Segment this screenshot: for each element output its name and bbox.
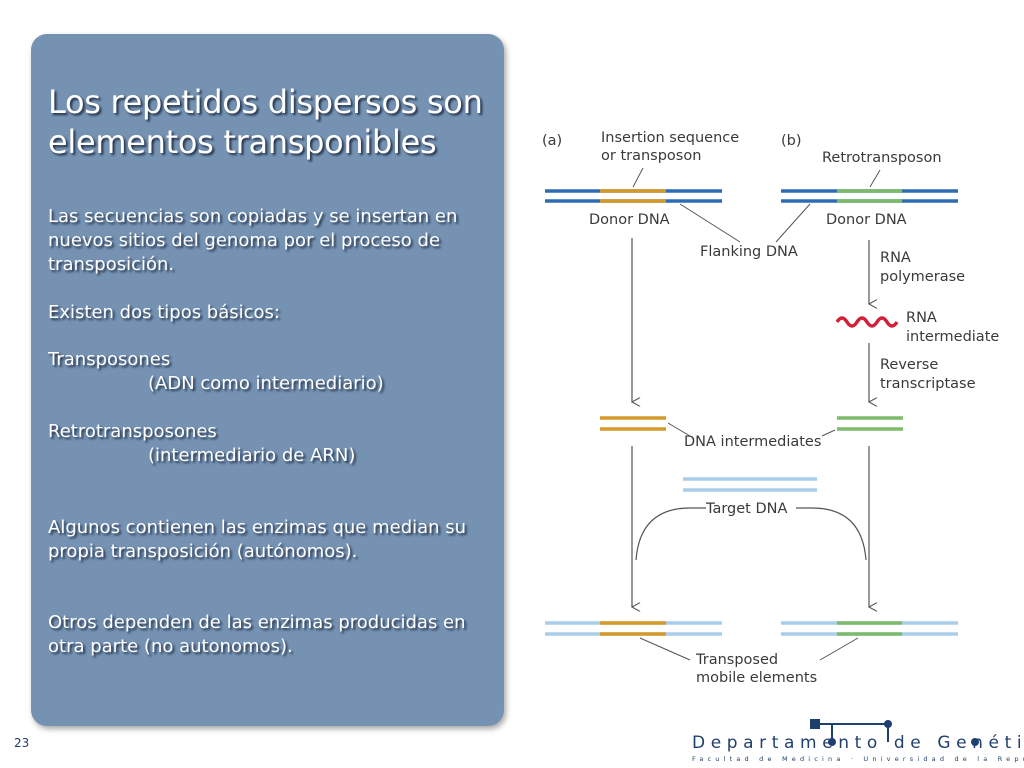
- target-curve-right: [796, 507, 867, 561]
- transposed-element-b: [781, 621, 958, 636]
- dna-intermediates-pointer-b: [821, 429, 836, 437]
- type-transposons: Transposones: [48, 349, 171, 370]
- transposed-label-1: Transposed: [695, 652, 778, 668]
- faculty-name: Facultad de Medicina · Universidad de la…: [692, 755, 1024, 763]
- rna-intermediate-label-2: intermediate: [906, 329, 999, 345]
- panel-b-label: (b): [781, 133, 802, 149]
- insertion-sequence-label: Insertion sequence: [601, 130, 739, 146]
- transposon-label: or transposon: [601, 148, 701, 164]
- paragraph-non-autonomous: Otros dependen de las enzimas producidas…: [48, 612, 466, 657]
- rna-intermediate-label-1: RNA: [906, 310, 937, 326]
- retrotransposon-label: Retrotransposon: [822, 150, 942, 166]
- rna-polymerase-label-2: polymerase: [880, 269, 965, 285]
- transposed-pointer-b: [819, 637, 859, 661]
- panel-a-label: (a): [542, 133, 562, 149]
- type-retrotransposons: Retrotransposones: [48, 421, 217, 442]
- retrotransposon-pointer: [869, 169, 881, 188]
- donor-dna-a-label: Donor DNA: [589, 212, 670, 228]
- flanking-pointer-b: [775, 203, 811, 243]
- paragraph-two-types: Existen dos tipos básicos:: [48, 302, 280, 323]
- target-curve-left: [635, 507, 706, 561]
- target-dna: [683, 477, 817, 492]
- dna-intermediates-pointer-a: [667, 422, 691, 437]
- dna-intermediates-label: DNA intermediates: [684, 434, 821, 450]
- flanking-dna-label: Flanking DNA: [700, 244, 798, 260]
- target-dna-label: Target DNA: [705, 501, 787, 517]
- slide-number: 23: [14, 736, 30, 750]
- department-name: Departamento de Genética: [692, 733, 1024, 753]
- transposed-pointer-a: [639, 637, 691, 661]
- text-panel: [31, 34, 504, 726]
- rna-wave: [835, 316, 899, 328]
- reverse-transcriptase-label-1: Reverse: [880, 357, 938, 373]
- type-transposons-note: (ADN como intermediario): [148, 373, 384, 394]
- paragraph-copy-insert: Las secuencias son copiadas y se inserta…: [48, 206, 458, 275]
- reverse-transcriptase-label-2: transcriptase: [880, 376, 976, 392]
- type-retrotransposons-note: (intermediario de ARN): [148, 445, 356, 466]
- insertion-pointer: [632, 167, 644, 188]
- donor-dna-b: [781, 189, 958, 203]
- flanking-pointer-a: [679, 203, 741, 243]
- transposed-element-a: [545, 621, 722, 636]
- donor-dna-a: [545, 189, 722, 203]
- paragraph-autonomous: Algunos contienen las enzimas que median…: [48, 517, 467, 562]
- department-logo: Departamento de Genética Facultad de Med…: [692, 719, 1024, 763]
- transposed-label-2: mobile elements: [696, 670, 817, 686]
- donor-dna-b-label: Donor DNA: [826, 212, 907, 228]
- dna-intermediate-a: [600, 416, 666, 431]
- slide-title: Los repetidos dispersos son elementos tr…: [48, 83, 483, 161]
- dna-intermediate-b: [837, 416, 903, 431]
- rna-polymerase-label-1: RNA: [880, 250, 911, 266]
